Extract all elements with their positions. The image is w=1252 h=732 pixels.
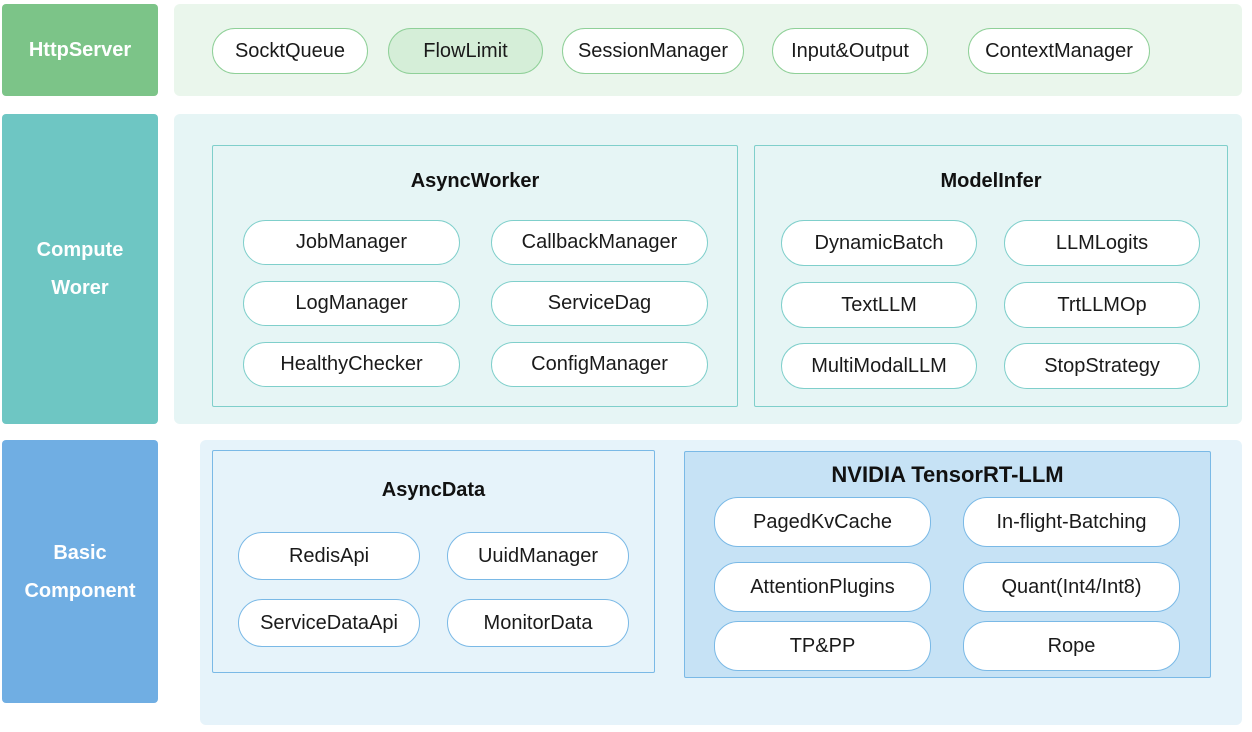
rope-pill: Rope	[963, 621, 1180, 671]
async-worker-box: AsyncWorker	[212, 145, 738, 407]
quant-int4-int8-pill: Quant(Int4/Int8)	[963, 562, 1180, 612]
input-output-pill: Input&Output	[772, 28, 928, 74]
redis-api-pill: RedisApi	[238, 532, 420, 580]
callback-manager-pill: CallbackManager	[491, 220, 708, 265]
tensorrt-llm-title: NVIDIA TensorRT-LLM	[831, 462, 1064, 487]
basic-component-label: Basic Component	[2, 440, 158, 703]
healthy-checker-pill: HealthyChecker	[243, 342, 460, 387]
tp-pp-pill: TP&PP	[714, 621, 931, 671]
uuid-manager-pill: UuidManager	[447, 532, 629, 580]
session-manager-pill: SessionManager	[562, 28, 744, 74]
attention-plugins-pill: AttentionPlugins	[714, 562, 931, 612]
flow-limit-pill: FlowLimit	[388, 28, 543, 74]
stop-strategy-pill: StopStrategy	[1004, 343, 1200, 389]
inflight-batching-pill: In-flight-Batching	[963, 497, 1180, 547]
socket-queue-pill: SocktQueue	[212, 28, 368, 74]
http-server-label: HttpServer	[2, 4, 158, 96]
context-manager-pill: ContextManager	[968, 28, 1150, 74]
compute-worker-label: Compute Worer	[2, 114, 158, 424]
llm-logits-pill: LLMLogits	[1004, 220, 1200, 266]
async-data-box: AsyncData	[212, 450, 655, 673]
async-worker-title: AsyncWorker	[410, 170, 540, 192]
trt-llm-op-pill: TrtLLMOp	[1004, 282, 1200, 328]
service-data-api-pill: ServiceDataApi	[238, 599, 420, 647]
async-data-title: AsyncData	[381, 479, 486, 501]
monitor-data-pill: MonitorData	[447, 599, 629, 647]
log-manager-pill: LogManager	[243, 281, 460, 326]
model-infer-box: ModelInfer	[754, 145, 1228, 407]
multimodal-llm-pill: MultiModalLLM	[781, 343, 977, 389]
service-dag-pill: ServiceDag	[491, 281, 708, 326]
job-manager-pill: JobManager	[243, 220, 460, 265]
text-llm-pill: TextLLM	[781, 282, 977, 328]
paged-kv-cache-pill: PagedKvCache	[714, 497, 931, 547]
model-infer-title: ModelInfer	[940, 170, 1042, 192]
config-manager-pill: ConfigManager	[491, 342, 708, 387]
dynamic-batch-pill: DynamicBatch	[781, 220, 977, 266]
